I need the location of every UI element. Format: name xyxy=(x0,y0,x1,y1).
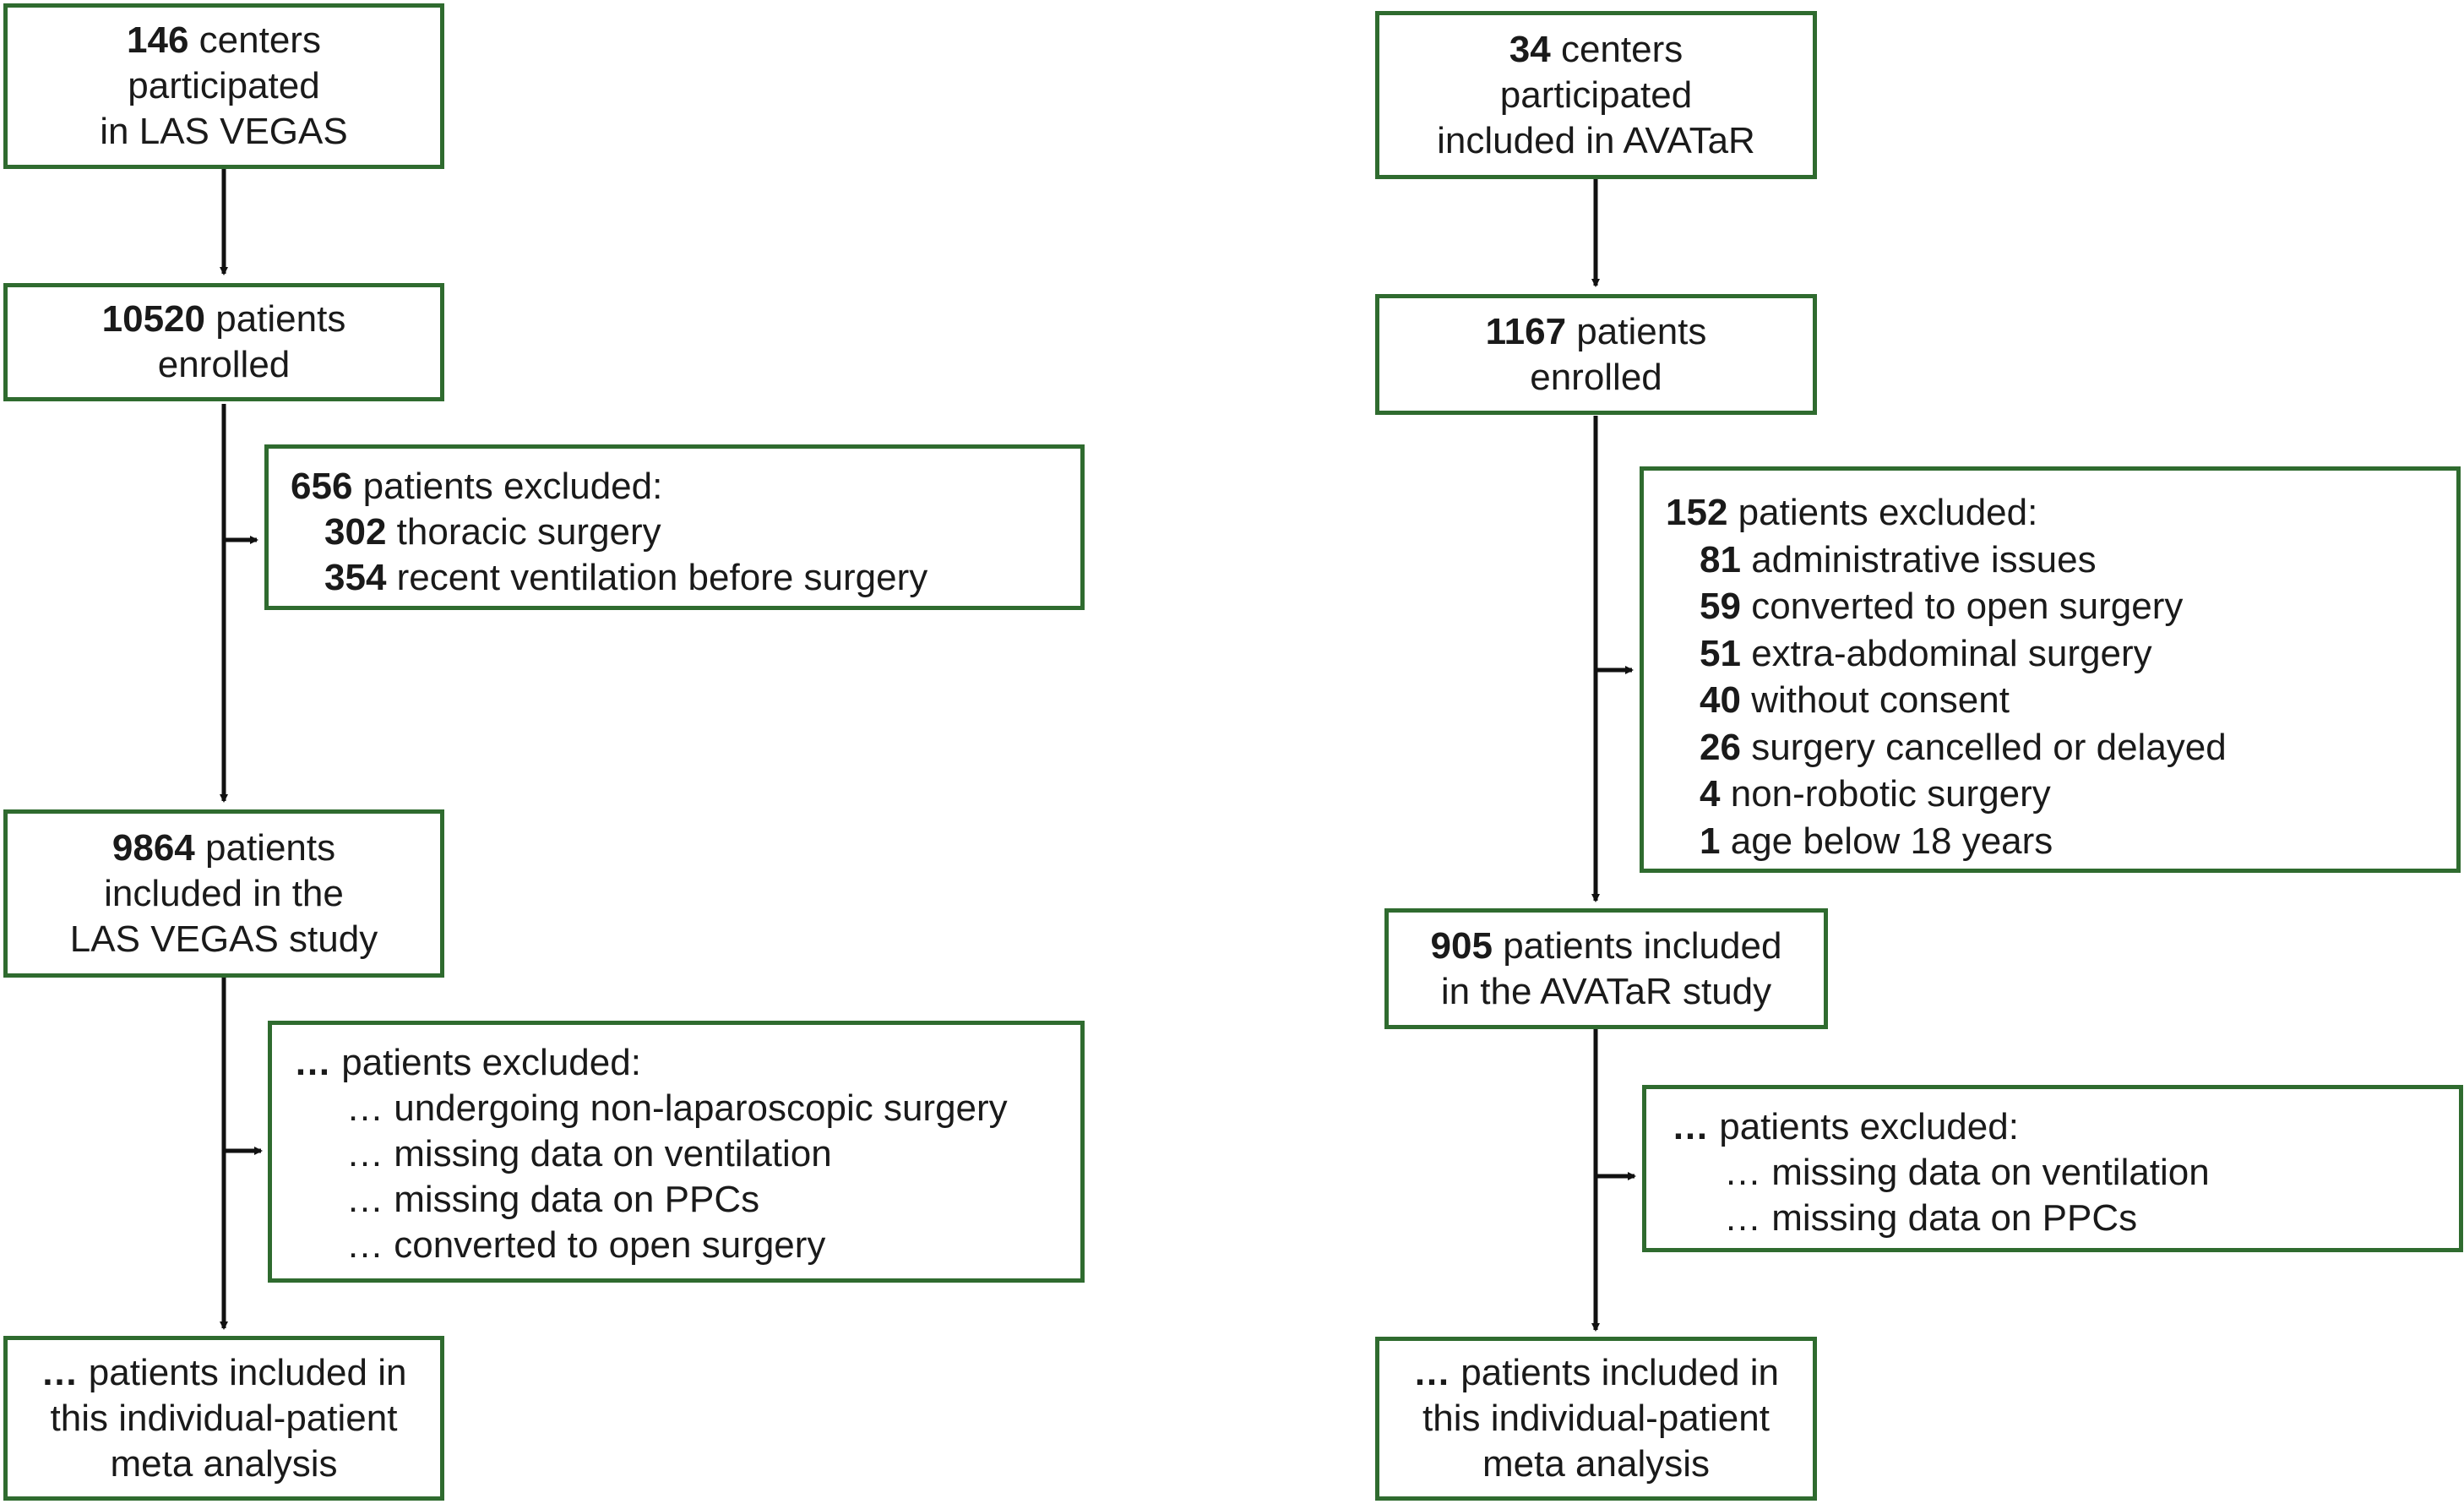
right-final-line3: meta analysis xyxy=(1482,1443,1710,1485)
right-excluded2-item: … missing data on ventilation xyxy=(1724,1152,2210,1193)
right-centers-number: 34 xyxy=(1509,28,1551,70)
left-excluded1-number: 656 xyxy=(291,466,353,507)
right-excluded2-number: … xyxy=(1672,1106,1709,1147)
left-centers-text: centers xyxy=(199,19,321,61)
right-centers-line2: participated xyxy=(1499,74,1693,116)
left-excluded2-item: … converted to open surgery xyxy=(346,1224,826,1266)
left-included-line3: LAS VEGAS study xyxy=(69,918,378,960)
right-centers-line3: included in AVATaR xyxy=(1437,119,1755,161)
right-excluded1-label: patients excluded: xyxy=(1738,492,2038,533)
right-final-line2: this individual-patient xyxy=(1422,1398,1770,1439)
right-excluded1-item-number: 4 xyxy=(1700,773,1721,815)
right-excluded1-number: 152 xyxy=(1666,492,1728,533)
right-final-box: … patients included in this individual-p… xyxy=(1375,1337,1817,1501)
right-final-number: … xyxy=(1413,1352,1451,1393)
right-included-text: patients included xyxy=(1503,924,1782,967)
right-excluded1-item-number: 40 xyxy=(1700,679,1741,721)
right-final-text: patients included in xyxy=(1460,1352,1779,1393)
right-included-line2: in the AVATaR study xyxy=(1440,970,1772,1012)
right-excluded2-label: patients excluded: xyxy=(1719,1106,2019,1147)
right-centers-box: 34 centers participated included in AVAT… xyxy=(1375,11,1817,179)
right-excluded1-item-number: 59 xyxy=(1700,586,1741,627)
left-centers-line2: participated xyxy=(128,65,320,106)
left-excluded1-item-text: thoracic surgery xyxy=(396,511,661,553)
left-included-line2: included in the xyxy=(104,872,344,914)
left-excluded1-label: patients excluded: xyxy=(362,466,663,507)
right-enrolled-text: patients xyxy=(1576,310,1707,352)
right-excluded1-item-number: 1 xyxy=(1700,820,1721,862)
left-centers-line3: in LAS VEGAS xyxy=(100,111,348,152)
left-final-line2: this individual-patient xyxy=(50,1397,398,1439)
left-final-number: … xyxy=(41,1351,79,1393)
right-centers-text: centers xyxy=(1560,28,1683,70)
right-excluded2-box: … patients excluded: … missing data on v… xyxy=(1642,1085,2463,1252)
right-enrolled-number: 1167 xyxy=(1485,310,1567,352)
right-enrolled-line2: enrolled xyxy=(1530,356,1662,398)
left-final-box: … patients included in this individual-p… xyxy=(3,1336,444,1501)
left-excluded2-label: patients excluded: xyxy=(341,1042,641,1083)
left-final-line3: meta analysis xyxy=(110,1442,338,1485)
right-excluded1-item-text: extra-abdominal surgery xyxy=(1751,632,2152,674)
left-included-text: patients xyxy=(205,826,336,869)
left-excluded2-item: … undergoing non-laparoscopic surgery xyxy=(346,1087,1008,1129)
left-excluded2-box: … patients excluded: … undergoing non-la… xyxy=(268,1021,1085,1283)
right-excluded1-item-number: 81 xyxy=(1700,538,1741,580)
left-final-text: patients included in xyxy=(88,1351,407,1393)
right-included-number: 905 xyxy=(1430,924,1493,967)
right-enrolled-box: 1167 patients enrolled xyxy=(1375,294,1817,415)
right-excluded1-item-text: non-robotic surgery xyxy=(1730,773,2051,815)
right-excluded1-item-number: 51 xyxy=(1700,632,1741,674)
right-included-box: 905 patients included in the AVATaR stud… xyxy=(1384,908,1828,1029)
right-excluded1-item-text: converted to open surgery xyxy=(1751,586,2184,627)
left-enrolled-box: 10520 patients enrolled xyxy=(3,283,444,401)
left-included-box: 9864 patients included in the LAS VEGAS … xyxy=(3,809,444,978)
right-excluded2-item: … missing data on PPCs xyxy=(1724,1197,2138,1239)
left-enrolled-number: 10520 xyxy=(101,298,205,340)
left-enrolled-line2: enrolled xyxy=(157,344,291,385)
left-enrolled-text: patients xyxy=(215,298,346,340)
right-excluded1-box: 152 patients excluded: 81 administrative… xyxy=(1640,466,2461,873)
left-excluded2-number: … xyxy=(294,1042,331,1083)
left-centers-number: 146 xyxy=(127,19,189,61)
right-excluded1-item-text: surgery cancelled or delayed xyxy=(1751,726,2227,768)
left-excluded1-item-text: recent ventilation before surgery xyxy=(396,557,928,598)
right-excluded1-item-number: 26 xyxy=(1700,726,1741,768)
left-centers-box: 146 centers participated in LAS VEGAS xyxy=(3,3,444,169)
right-excluded1-item-text: age below 18 years xyxy=(1730,820,2053,862)
left-excluded2-item: … missing data on ventilation xyxy=(346,1133,832,1174)
right-excluded1-item-text: administrative issues xyxy=(1751,538,2097,580)
right-excluded1-item-text: without consent xyxy=(1751,679,2010,721)
left-included-number: 9864 xyxy=(112,826,195,869)
left-excluded1-box: 656 patients excluded: 302 thoracic surg… xyxy=(264,444,1085,610)
left-excluded1-item-number: 354 xyxy=(324,557,387,598)
left-excluded1-item-number: 302 xyxy=(324,511,387,553)
left-excluded2-item: … missing data on PPCs xyxy=(346,1179,760,1220)
